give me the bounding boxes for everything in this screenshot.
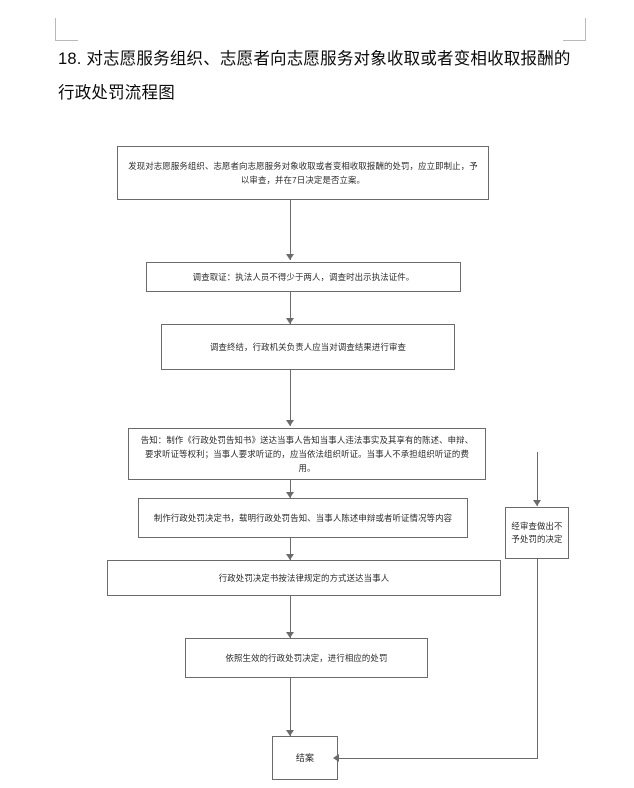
flow-node-label: 依照生效的行政处罚决定，进行相应的处罚 bbox=[225, 653, 388, 663]
flow-node-case-closed: 结案 bbox=[272, 736, 338, 780]
flow-node-penalty-decision-document: 制作行政处罚决定书，载明行政处罚告知、当事人陈述申辩或者听证情况等内容 bbox=[138, 498, 468, 538]
connector-n3-n4 bbox=[290, 370, 291, 426]
flow-node-label: 制作行政处罚决定书，载明行政处罚告知、当事人陈述申辩或者听证情况等内容 bbox=[153, 513, 453, 523]
arrowhead-n3-n4 bbox=[286, 420, 294, 426]
flow-node-label: 调查取证：执法人员不得少于两人，调查时出示执法证件。 bbox=[192, 272, 415, 282]
arrowhead-n2-n3 bbox=[286, 318, 294, 324]
arrowhead-n8-n9 bbox=[286, 730, 294, 736]
flow-node-notification: 告知：制作《行政处罚告知书》送达当事人告知当事人违法事实及其享有的陈述、申辩、要… bbox=[128, 428, 486, 480]
flow-node-initial-discovery: 发现对志愿服务组织、志愿者向志愿服务对象收取或者变相收取报酬的处罚，应立即制止，… bbox=[117, 146, 489, 200]
arrowhead-n7-n8 bbox=[286, 632, 294, 638]
page-title: 18. 对志愿服务组织、志愿者向志愿服务对象收取或者变相收取报酬的行政处罚流程图 bbox=[58, 50, 571, 102]
flow-node-label: 行政处罚决定书按法律规定的方式送达当事人 bbox=[218, 573, 390, 583]
flow-node-no-penalty-decision: 经审查做出不予处罚的决定 bbox=[505, 507, 569, 559]
flow-node-service-of-decision: 行政处罚决定书按法律规定的方式送达当事人 bbox=[107, 560, 501, 596]
connector-n7-n8 bbox=[290, 596, 291, 638]
flow-node-investigation-review: 调查终结，行政机关负责人应当对调查结果进行审查 bbox=[161, 324, 455, 370]
connector-n6-n9-horizontal bbox=[339, 758, 538, 759]
connector-n1-n2 bbox=[290, 200, 291, 260]
connector-n4-n5 bbox=[290, 480, 291, 498]
connector-n8-n9 bbox=[290, 678, 291, 736]
flow-node-execute-penalty: 依照生效的行政处罚决定，进行相应的处罚 bbox=[185, 638, 428, 678]
arrowhead-n4-n6 bbox=[533, 500, 541, 506]
arrowhead-n6-n9 bbox=[333, 754, 339, 762]
connector-n4-n6 bbox=[537, 452, 538, 506]
flow-node-label: 告知：制作《行政处罚告知书》送达当事人告知当事人违法事实及其享有的陈述、申辩、要… bbox=[140, 435, 474, 473]
flow-node-label: 结案 bbox=[295, 753, 315, 763]
connector-n6-n9-vertical bbox=[537, 559, 538, 759]
crop-mark-top-right bbox=[563, 18, 586, 41]
flow-node-label: 调查终结，行政机关负责人应当对调查结果进行审查 bbox=[209, 342, 407, 352]
connector-n5-n7 bbox=[290, 538, 291, 560]
crop-mark-top-left bbox=[55, 18, 78, 41]
flow-node-investigation-evidence: 调查取证：执法人员不得少于两人，调查时出示执法证件。 bbox=[146, 262, 461, 292]
arrowhead-n1-n2 bbox=[286, 254, 294, 260]
flow-node-label: 经审查做出不予处罚的决定 bbox=[511, 521, 563, 544]
connector-n2-n3 bbox=[290, 292, 291, 324]
arrowhead-n5-n7 bbox=[286, 554, 294, 560]
flow-node-label: 发现对志愿服务组织、志愿者向志愿服务对象收取或者变相收取报酬的处罚，应立即制止，… bbox=[128, 161, 478, 185]
arrowhead-n4-n5 bbox=[286, 492, 294, 498]
